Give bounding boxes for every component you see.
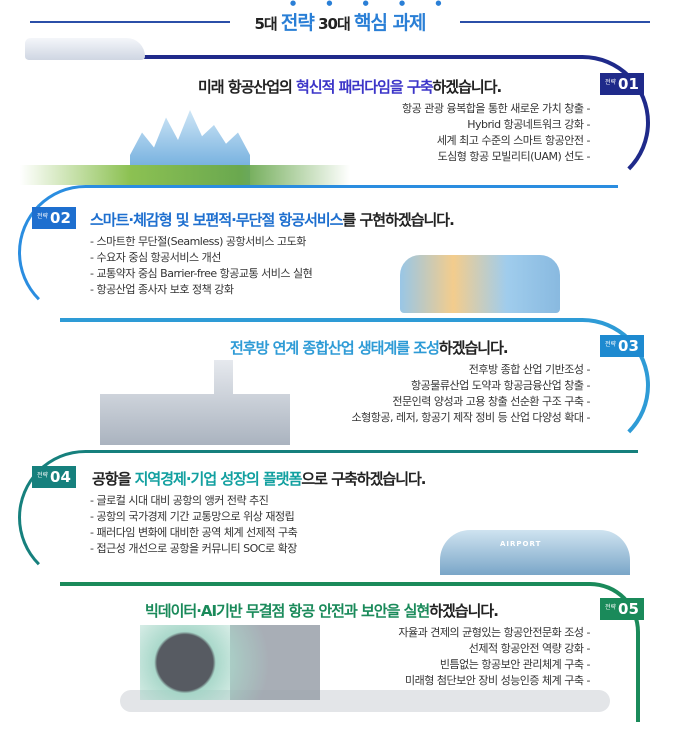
passengers-illustration — [400, 255, 560, 313]
task-list: - 스마트한 무단절(Seamless) 공항서비스 고도화 - 수요자 중심 … — [90, 234, 313, 298]
task-item: - 글로컬 시대 대비 공항의 앵커 전략 추진 — [90, 494, 269, 507]
airplane-illustration — [25, 38, 145, 60]
task-item: 세계 최고 수준의 스마트 항공안전 - — [436, 134, 591, 147]
task-list: 자율과 견제의 균형있는 항공안전문화 조성 - 선제적 항공안전 역량 강화 … — [398, 625, 590, 689]
airport-terminal-illustration: AIRPORT — [440, 530, 630, 575]
page-title: 5대 전략 30대 핵심 과제 — [244, 7, 436, 35]
task-item: - 접근성 개선으로 공항을 커뮤니티 SOC로 확장 — [90, 542, 297, 555]
section-headline: 미래 항공산업의 혁신적 패러다임을 구축하겠습니다. — [198, 78, 502, 96]
task-item: 항공 관광 융복합을 통한 새로운 가치 창출 - — [402, 102, 590, 115]
task-item: - 수요자 중심 항공서비스 개선 — [90, 251, 221, 264]
task-item: 도심형 항공 모빌리티(UAM) 선도 - — [437, 150, 591, 163]
decorative-dots: ● ● ● ● ● — [290, 0, 456, 7]
header-line-left — [30, 21, 230, 23]
section-frame — [60, 318, 650, 453]
task-list: 전후방 종합 산업 기반조성 - 항공물류산업 도약과 항공금융산업 창출 - … — [351, 362, 591, 426]
task-item: 소형항공, 레저, 항공기 제작 정비 등 산업 다양성 확대 - — [351, 411, 591, 424]
task-item: 전후방 종합 산업 기반조성 - — [468, 363, 591, 376]
header-line-right — [460, 21, 650, 23]
section-frame — [18, 450, 638, 585]
section-frame — [18, 185, 618, 320]
task-list: 항공 관광 융복합을 통한 새로운 가치 창출 - Hybrid 항공네트워크 … — [402, 101, 590, 165]
task-item: 빈틈없는 항공보안 관리체계 구축 - — [439, 658, 591, 671]
section-frame — [60, 55, 650, 190]
task-item: - 교통약자 중심 Barrier-free 항공교통 서비스 실현 — [90, 267, 313, 280]
task-item: - 공항의 국가경제 기간 교통망으로 위상 재정립 — [90, 510, 295, 523]
task-item: - 항공산업 종사자 보호 정책 강화 — [90, 283, 234, 296]
task-item: - 패러다임 변화에 대비한 공역 체계 선제적 구축 — [90, 526, 298, 539]
task-item: - 스마트한 무단절(Seamless) 공항서비스 고도화 — [90, 235, 306, 248]
task-item: 자율과 견제의 균형있는 항공안전문화 조성 - — [398, 626, 590, 639]
task-item: 전문인력 양성과 고용 창출 선순환 구조 구축 - — [392, 395, 590, 408]
header: ● ● ● ● ● 5대 전략 30대 핵심 과제 — [0, 0, 680, 36]
section-headline: 스마트·체감형 및 보편적·무단절 항공서비스를 구현하겠습니다. — [90, 211, 455, 229]
task-item: 선제적 항공안전 역량 강화 - — [468, 642, 591, 655]
task-list: - 글로컬 시대 대비 공항의 앵커 전략 추진 - 공항의 국가경제 기간 교… — [90, 493, 298, 557]
security-system-illustration — [140, 625, 320, 700]
section-headline: 빅데이터·AI기반 무결점 항공 안전과 보안을 실현하겠습니다. — [145, 602, 499, 620]
task-item: Hybrid 항공네트워크 강화 - — [467, 118, 590, 131]
section-headline: 공항을 지역경제·기업 성장의 플랫폼으로 구축하겠습니다. — [92, 470, 427, 488]
section-headline: 전후방 연계 종합산업 생태계를 조성하겠습니다. — [230, 339, 509, 357]
section-frame — [60, 582, 640, 722]
task-item: 미래형 첨단보안 장비 성능인증 체계 구축 - — [405, 674, 590, 687]
task-item: 항공물류산업 도약과 항공금융산업 창출 - — [411, 379, 591, 392]
airport-sign: AIRPORT — [500, 540, 542, 548]
trees-illustration — [20, 165, 350, 185]
